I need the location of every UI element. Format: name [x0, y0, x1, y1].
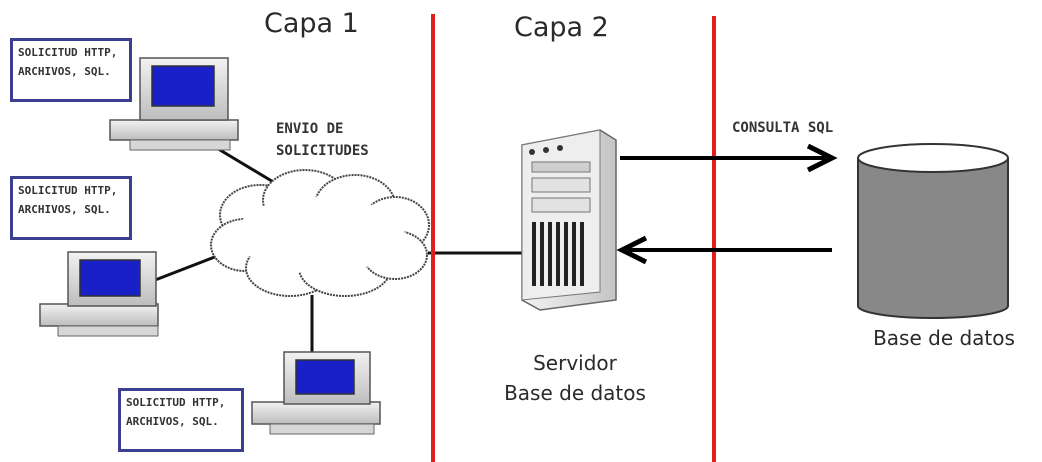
database-caption: Base de datos: [873, 326, 1015, 350]
server-caption-line2: Base de datos: [504, 381, 646, 405]
request-box-1-line2: ARCHIVOS, SQL.: [18, 65, 111, 78]
request-box-2-line1: SOLICITUD HTTP,: [18, 184, 118, 197]
network-label: ENVIO DE SOLICITUDES: [276, 118, 369, 162]
request-box-1: SOLICITUD HTTP, ARCHIVOS, SQL.: [10, 38, 132, 102]
client-computer-2: [39, 251, 159, 337]
request-box-2: SOLICITUD HTTP, ARCHIVOS, SQL.: [10, 176, 132, 240]
client-computer-3: [251, 351, 381, 435]
arrow-query-to-db: [620, 143, 838, 173]
server-tower: [521, 129, 617, 311]
request-box-3: SOLICITUD HTTP, ARCHIVOS, SQL.: [118, 388, 244, 452]
server-caption-line1: Servidor: [533, 351, 617, 375]
request-box-3-line2: ARCHIVOS, SQL.: [126, 415, 219, 428]
layer-title-1: Capa 1: [264, 8, 359, 39]
layer-title-2: Capa 2: [514, 12, 609, 43]
network-label-line1: ENVIO DE: [276, 121, 344, 137]
request-box-1-line1: SOLICITUD HTTP,: [18, 46, 118, 59]
database-cylinder: [857, 143, 1009, 319]
client-computer-1: [109, 57, 239, 151]
query-label: CONSULTA SQL: [732, 120, 834, 136]
network-label-line2: SOLICITUDES: [276, 143, 369, 159]
server-caption: Servidor Base de datos: [470, 348, 680, 408]
request-box-3-line1: SOLICITUD HTTP,: [126, 396, 226, 409]
arrow-db-to-server: [616, 235, 832, 265]
request-box-2-line2: ARCHIVOS, SQL.: [18, 203, 111, 216]
